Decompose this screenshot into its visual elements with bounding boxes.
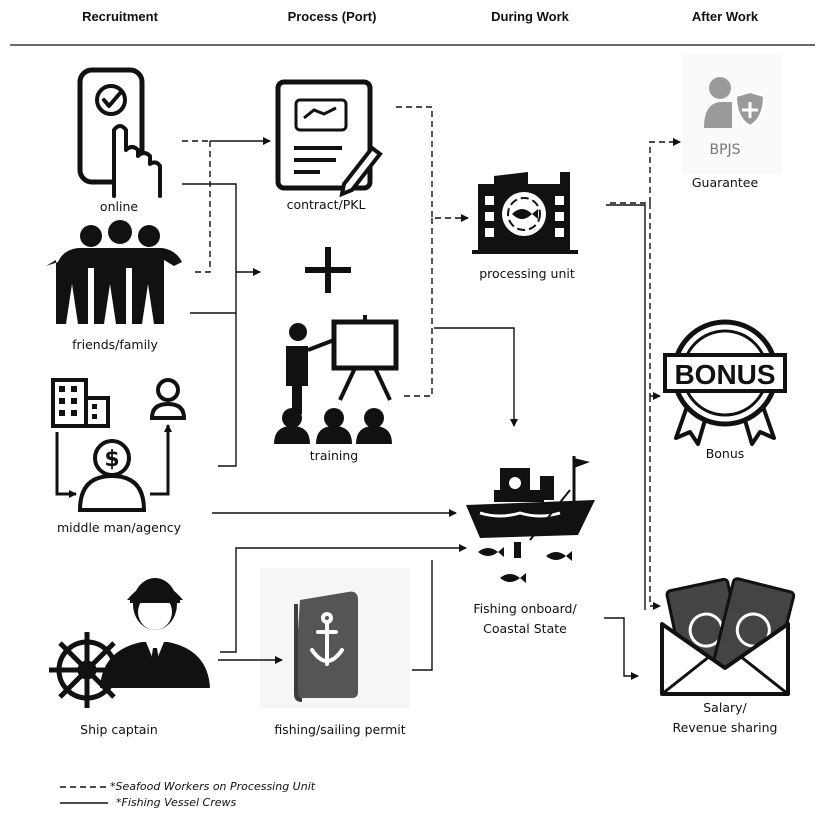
label-permit: fishing/sailing permit bbox=[274, 722, 406, 737]
solid-connectors bbox=[182, 137, 646, 680]
label-agency: middle man/agency bbox=[56, 520, 182, 535]
building-icon bbox=[51, 378, 110, 428]
svg-text:$: $ bbox=[104, 447, 119, 472]
label-coastal-state: Coastal State bbox=[483, 621, 567, 636]
smartphone-touch-icon bbox=[77, 67, 162, 198]
header-recruitment: Recruitment bbox=[82, 9, 158, 24]
salary-envelope-money-icon bbox=[660, 577, 796, 696]
label-processing-unit: processing unit bbox=[479, 266, 575, 281]
permit-anchor-icon bbox=[260, 568, 410, 708]
training-presentation-icon bbox=[274, 315, 399, 444]
dashed-connectors bbox=[182, 106, 681, 610]
label-friends-family: friends/family bbox=[72, 337, 158, 352]
contract-document-icon bbox=[275, 79, 383, 198]
header-process: Process (Port) bbox=[287, 9, 377, 24]
plus-icon bbox=[305, 247, 351, 293]
bonus-badge-text: BONUS bbox=[674, 359, 775, 390]
bonus-badge-icon bbox=[663, 319, 787, 446]
processing-factory-icon bbox=[472, 172, 578, 254]
header-after-work: After Work bbox=[691, 9, 759, 24]
label-online: online bbox=[99, 199, 139, 214]
label-salary: Salary/ bbox=[703, 700, 747, 715]
person-outline-icon bbox=[149, 378, 187, 420]
agency-flow-arrows bbox=[55, 424, 172, 498]
label-bpjs: BPJS bbox=[709, 142, 741, 158]
label-fishing-onboard: Fishing onboard/ bbox=[473, 601, 577, 616]
label-bonus: Bonus bbox=[705, 446, 745, 461]
friends-group-icon bbox=[46, 220, 182, 324]
agent-dollar-icon: $ bbox=[77, 439, 147, 512]
bpjs-insurance-icon bbox=[682, 54, 782, 174]
legend-dashed-text: *Seafood Workers on Processing Unit bbox=[110, 780, 316, 793]
label-contract: contract/PKL bbox=[286, 197, 366, 212]
legend-solid-text: *Fishing Vessel Crews bbox=[116, 796, 237, 809]
label-revenue-sharing: Revenue sharing bbox=[672, 720, 778, 735]
header-during-work: During Work bbox=[491, 9, 569, 24]
label-training: training bbox=[309, 448, 359, 463]
label-ship-captain: Ship captain bbox=[80, 722, 158, 737]
fishing-boat-icon bbox=[466, 456, 595, 583]
label-guarantee: Guarantee bbox=[691, 175, 759, 190]
ship-captain-icon bbox=[49, 578, 210, 708]
